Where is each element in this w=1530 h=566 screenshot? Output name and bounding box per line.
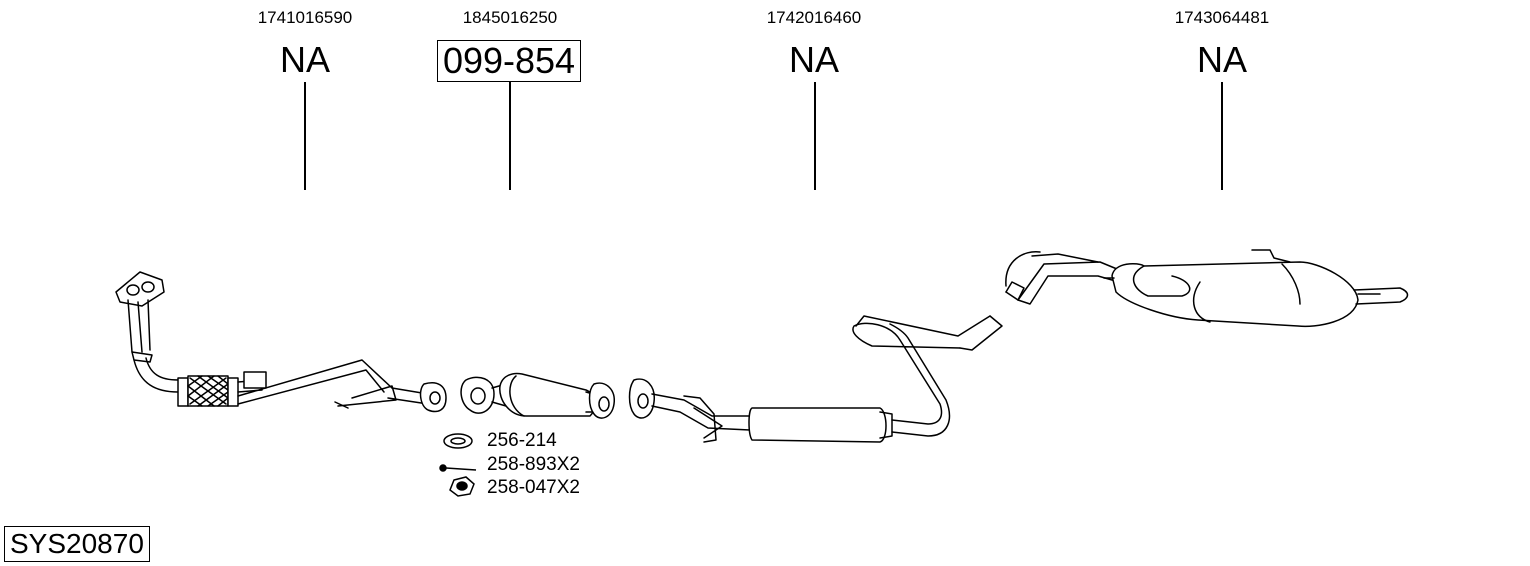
gasket-ring-icon [443, 433, 473, 449]
part-3-leader-line [814, 82, 816, 190]
part-4-leader-line [1221, 82, 1223, 190]
part-1-oe-number: 1741016590 [257, 8, 353, 27]
bolt-icon [439, 464, 477, 472]
part-3-oe-number: 1742016460 [766, 8, 862, 27]
part-2-reference[interactable]: 099-854 [437, 40, 581, 82]
part-1-reference[interactable]: NA [279, 39, 330, 80]
part-4-oe-number: 1743064481 [1174, 8, 1270, 27]
catalytic-converter[interactable] [460, 372, 615, 419]
system-code-label: SYS20870 [4, 526, 150, 562]
part-4-reference[interactable]: NA [1196, 39, 1247, 80]
rear-silencer[interactable] [1005, 249, 1409, 328]
part-1-leader-line [304, 82, 306, 190]
accessory-gasket-code[interactable]: 256-214 [487, 430, 557, 451]
hex-nut-icon [449, 476, 475, 497]
part-2-leader-line [509, 82, 511, 190]
accessory-bolt-code[interactable]: 258-893X2 [487, 454, 580, 475]
centre-silencer[interactable] [628, 315, 1003, 443]
part-2-oe-number: 1845016250 [462, 8, 558, 27]
front-pipe[interactable] [115, 271, 447, 413]
part-3-reference[interactable]: NA [788, 39, 839, 80]
accessory-nut-code[interactable]: 258-047X2 [487, 477, 580, 498]
